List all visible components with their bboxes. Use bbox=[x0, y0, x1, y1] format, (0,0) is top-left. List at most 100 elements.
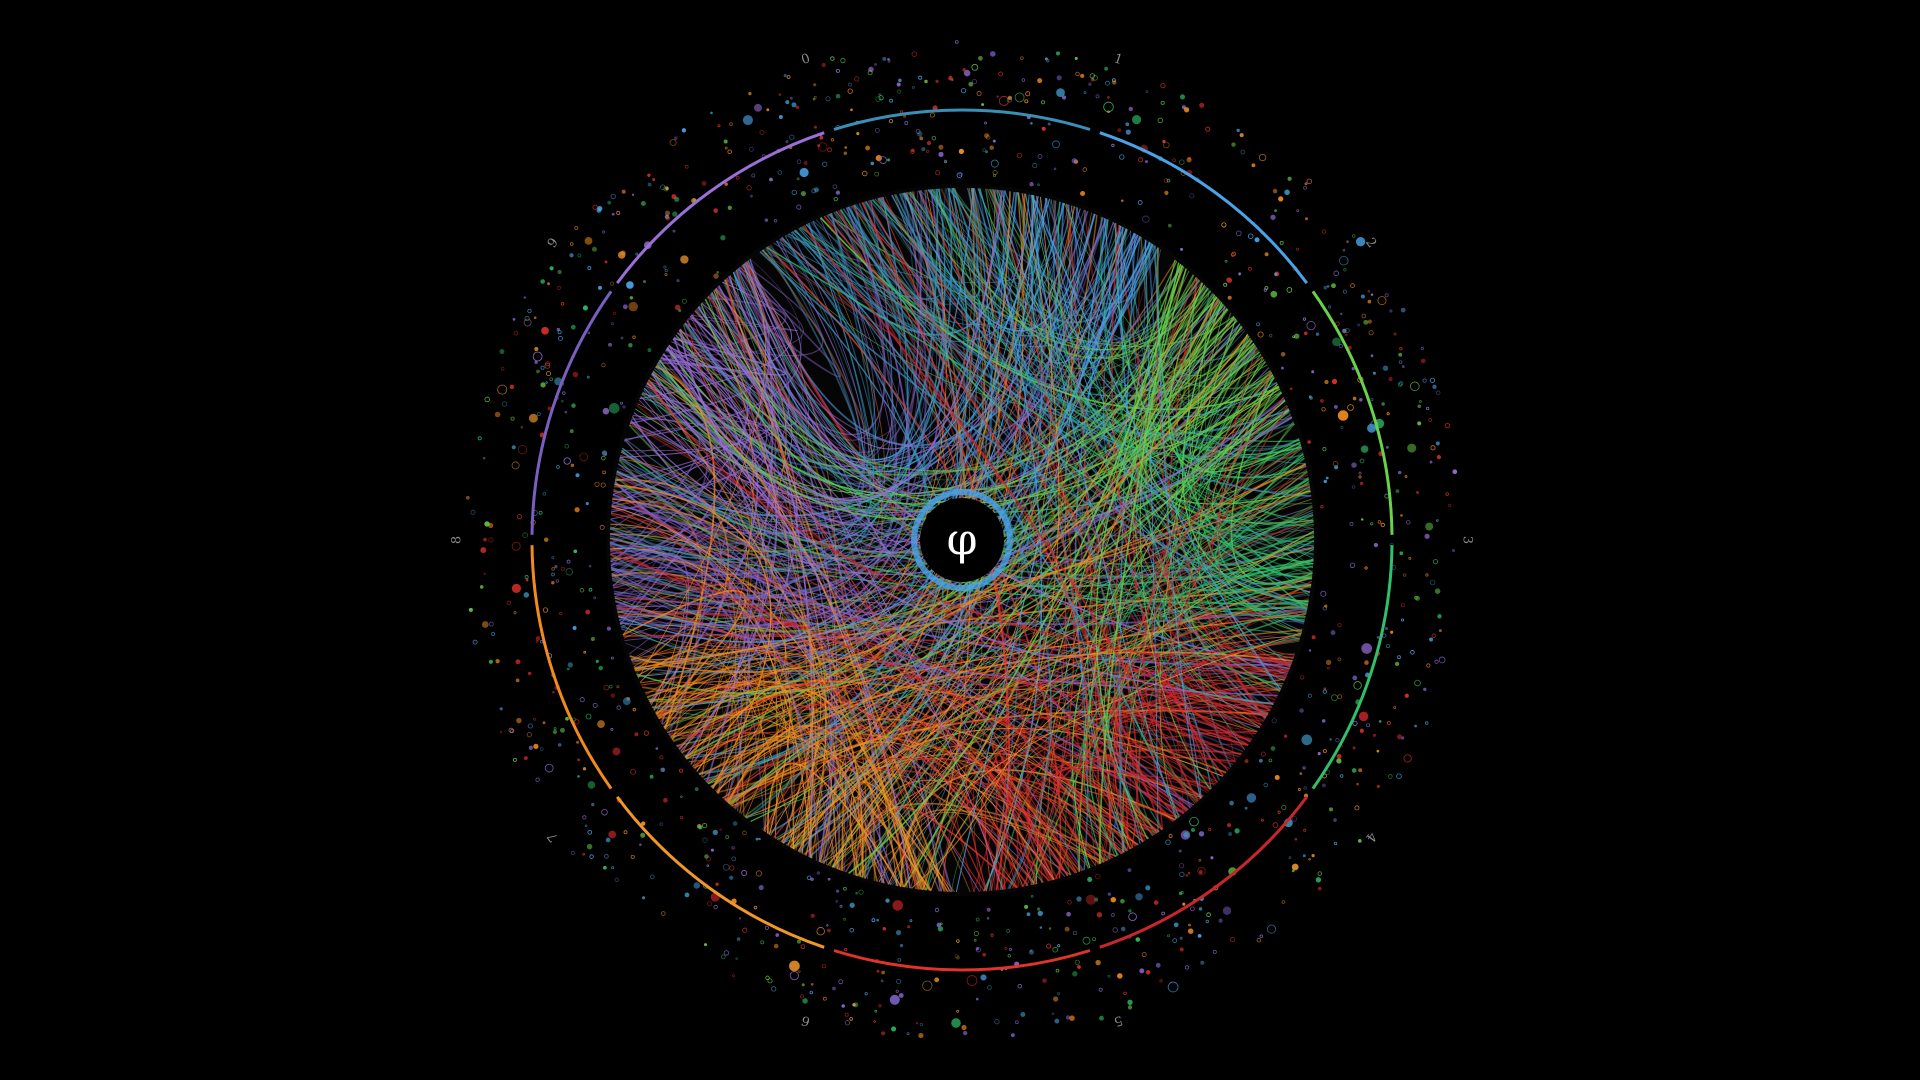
outer-dot bbox=[508, 727, 514, 733]
outer-dot bbox=[1142, 215, 1150, 223]
outer-dot bbox=[1394, 661, 1400, 667]
outer-dot bbox=[1191, 828, 1195, 832]
outer-dot bbox=[591, 802, 595, 807]
outer-dot bbox=[852, 1003, 856, 1007]
outer-dot bbox=[1299, 772, 1303, 775]
outer-dot bbox=[1263, 782, 1268, 788]
outer-dot bbox=[497, 384, 508, 395]
outer-dot bbox=[1074, 56, 1078, 60]
outer-dot bbox=[516, 717, 522, 724]
outer-dot bbox=[1425, 522, 1434, 531]
outer-dot bbox=[735, 175, 740, 180]
outer-dot bbox=[921, 147, 926, 152]
outer-dot bbox=[891, 1026, 897, 1032]
outer-dot bbox=[533, 316, 537, 320]
outer-dot bbox=[1218, 918, 1223, 923]
chord bbox=[616, 473, 1175, 822]
outer-dot bbox=[579, 587, 585, 593]
outer-dot bbox=[720, 954, 726, 960]
outer-dot bbox=[867, 70, 873, 76]
outer-dot bbox=[830, 138, 835, 142]
outer-dot bbox=[542, 491, 547, 496]
outer-dot bbox=[1263, 288, 1268, 292]
outer-dot bbox=[1424, 533, 1430, 539]
outer-dot bbox=[736, 937, 741, 941]
outer-dot bbox=[571, 403, 576, 408]
outer-dot bbox=[976, 90, 982, 97]
outer-dot bbox=[1357, 839, 1362, 843]
outer-dot bbox=[1352, 720, 1358, 726]
chord bbox=[833, 584, 1312, 869]
outer-dot bbox=[1408, 556, 1412, 560]
outer-dot bbox=[1074, 959, 1080, 965]
chord bbox=[1169, 637, 1301, 706]
chord bbox=[658, 187, 986, 719]
chord bbox=[1144, 239, 1159, 833]
chord bbox=[763, 248, 1282, 688]
outer-dot bbox=[1436, 390, 1441, 395]
chord bbox=[1135, 270, 1252, 741]
outer-dot bbox=[1037, 153, 1043, 159]
outer-dot bbox=[1256, 937, 1262, 943]
chord bbox=[1188, 374, 1305, 500]
ring-segment-4 bbox=[1099, 796, 1309, 949]
outer-dot bbox=[536, 369, 540, 374]
outer-dot bbox=[1414, 724, 1418, 728]
outer-dot bbox=[1337, 410, 1349, 421]
outer-dot bbox=[713, 273, 719, 279]
outer-dot bbox=[1135, 893, 1143, 901]
outer-dot bbox=[919, 136, 924, 141]
chord bbox=[1130, 290, 1285, 682]
outer-dot bbox=[1125, 122, 1130, 127]
outer-dot bbox=[720, 235, 726, 241]
outer-dot bbox=[1400, 514, 1403, 517]
chord bbox=[614, 483, 1184, 815]
center-circle bbox=[920, 498, 1004, 582]
outer-dot bbox=[559, 611, 563, 616]
outer-dot bbox=[849, 927, 855, 933]
outer-dot bbox=[973, 930, 979, 937]
chord bbox=[1154, 245, 1202, 799]
outer-dot bbox=[758, 837, 761, 841]
outer-dot bbox=[549, 377, 554, 382]
outer-dot bbox=[1258, 153, 1267, 162]
chord bbox=[697, 307, 1004, 890]
outer-dot bbox=[1054, 1018, 1060, 1024]
chord bbox=[901, 192, 1207, 351]
outer-dot bbox=[1306, 178, 1313, 185]
outer-dot bbox=[1159, 979, 1163, 983]
outer-dot bbox=[1368, 330, 1374, 336]
outer-dot bbox=[564, 410, 568, 414]
outer-dot bbox=[1198, 831, 1205, 837]
chord bbox=[610, 190, 932, 574]
outer-dot bbox=[1021, 78, 1026, 82]
outer-dot bbox=[1359, 481, 1364, 486]
outer-dot bbox=[889, 98, 893, 103]
outer-dot bbox=[579, 452, 589, 462]
outer-dot bbox=[542, 607, 549, 613]
chord bbox=[915, 565, 1314, 890]
outer-dot bbox=[1190, 906, 1195, 912]
chord bbox=[620, 265, 810, 628]
outer-dot bbox=[1385, 446, 1389, 449]
outer-dot bbox=[551, 556, 555, 560]
outer-dot bbox=[1138, 157, 1144, 163]
outer-dot bbox=[1036, 907, 1041, 911]
digit-label-3: 3 bbox=[1460, 536, 1475, 544]
chord bbox=[624, 438, 1174, 822]
outer-dot bbox=[524, 575, 529, 579]
outer-dot bbox=[1179, 947, 1184, 952]
outer-dot bbox=[856, 132, 860, 136]
outer-dot bbox=[731, 846, 735, 850]
outer-dot bbox=[569, 253, 574, 258]
outer-dot bbox=[533, 717, 537, 721]
outer-dot bbox=[681, 298, 687, 304]
outer-dot bbox=[1304, 182, 1308, 186]
chord bbox=[1152, 244, 1314, 526]
outer-dot bbox=[587, 266, 592, 271]
chord bbox=[874, 198, 1156, 317]
outer-dot bbox=[1322, 749, 1327, 753]
outer-dot bbox=[878, 95, 884, 101]
outer-dot bbox=[1336, 758, 1342, 764]
outer-dot bbox=[572, 626, 577, 630]
